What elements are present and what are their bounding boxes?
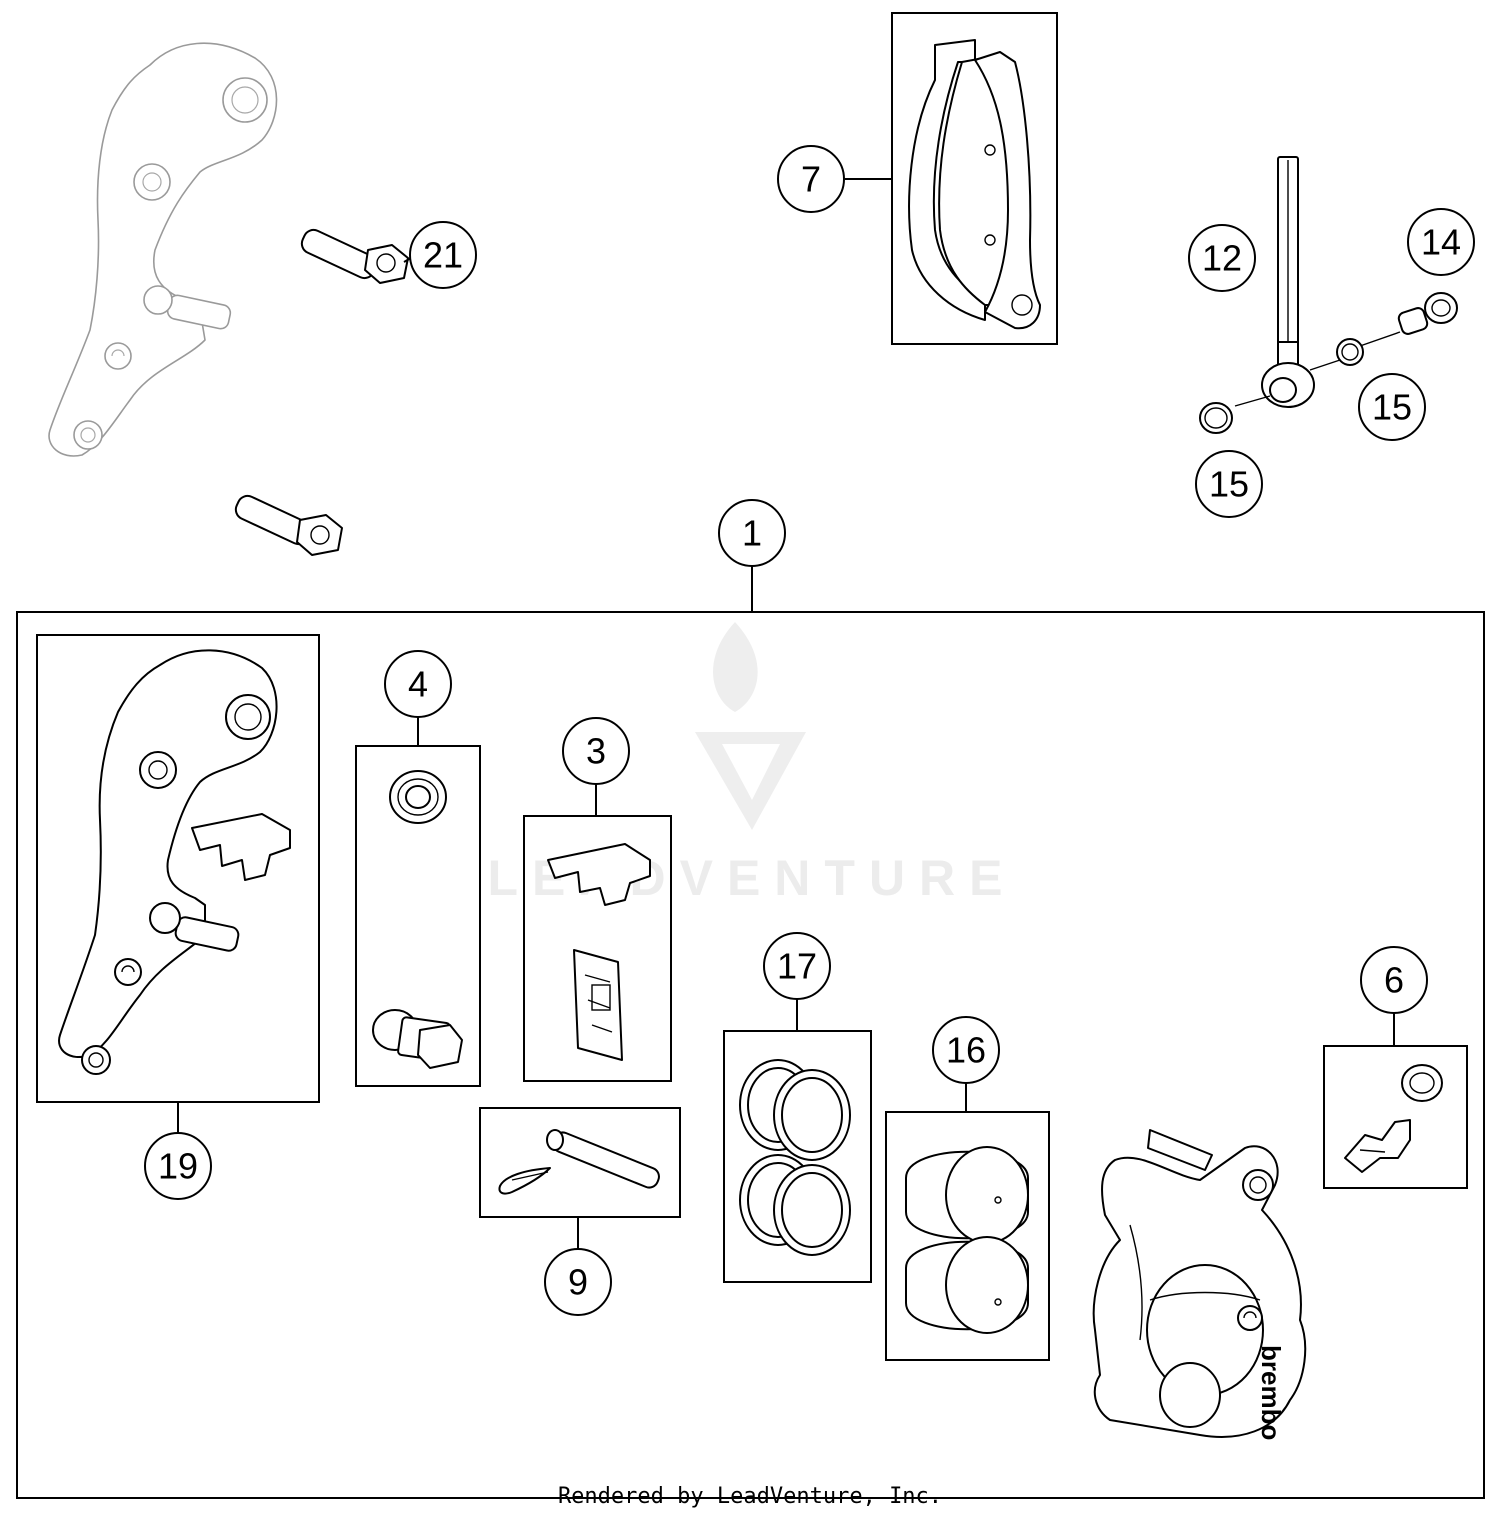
svg-text:14: 14 <box>1421 222 1461 263</box>
callout-15-right: 15 <box>1358 373 1426 441</box>
callout-12: 12 <box>1188 224 1256 292</box>
callout-1: 1 <box>718 499 786 567</box>
svg-text:16: 16 <box>946 1030 986 1071</box>
axis-line-left <box>1234 395 1271 407</box>
callout-19: 19 <box>144 1132 212 1200</box>
cotter-pin-9 <box>498 1167 551 1195</box>
brake-line-12 <box>1261 156 1315 408</box>
svg-text:3: 3 <box>586 731 606 772</box>
axis-line-mid <box>1309 359 1341 371</box>
bleeder-valve-6 <box>1344 1064 1443 1173</box>
svg-text:4: 4 <box>408 664 428 705</box>
guide-boot-4 <box>389 770 447 824</box>
kit-box-6 <box>1323 1045 1468 1189</box>
mounting-bolt-21 <box>300 228 409 284</box>
callout-4: 4 <box>384 650 452 718</box>
svg-text:6: 6 <box>1384 960 1404 1001</box>
brake-pads-7 <box>908 39 1041 330</box>
svg-text:1: 1 <box>742 513 762 554</box>
kit-frame <box>16 611 1485 1499</box>
svg-text:7: 7 <box>801 159 821 200</box>
banjo-bolt-14 <box>1397 292 1458 335</box>
ghost-caliper-bracket <box>48 42 278 457</box>
svg-text:15: 15 <box>1372 387 1412 428</box>
caliper-housing: brembo <box>1092 1129 1307 1440</box>
sealing-washer-15-left <box>1199 402 1233 434</box>
svg-text:9: 9 <box>568 1262 588 1303</box>
pistons-16 <box>905 1146 1029 1334</box>
kit-box-3 <box>523 815 672 1082</box>
pad-pin-9 <box>546 1129 660 1189</box>
callout-15-left: 15 <box>1195 450 1263 518</box>
callout-3: 3 <box>562 717 630 785</box>
callout-14: 14 <box>1407 208 1475 276</box>
footer-credit: Rendered by LeadVenture, Inc. <box>558 1484 942 1509</box>
callout-7: 7 <box>777 145 845 213</box>
callout-9: 9 <box>544 1248 612 1316</box>
svg-text:21: 21 <box>423 235 463 276</box>
kit-box-16 <box>885 1111 1050 1361</box>
kit-box-9 <box>479 1107 681 1218</box>
caliper-bracket-19 <box>58 649 291 1075</box>
callout-21: 21 <box>409 221 477 289</box>
flame-logo-icon <box>695 622 806 830</box>
caliper-brand-text: brembo <box>1256 1345 1286 1440</box>
callout-16: 16 <box>932 1016 1000 1084</box>
mounting-bolt-lower <box>234 494 343 556</box>
pad-spring-3 <box>573 949 623 1061</box>
sealing-washer-15-right <box>1336 338 1364 366</box>
svg-text:19: 19 <box>158 1146 198 1187</box>
spring-clip-3 <box>547 843 651 906</box>
callout-17: 17 <box>763 932 831 1000</box>
piston-seals-17 <box>739 1059 851 1256</box>
axis-line-right <box>1359 331 1401 347</box>
svg-text:17: 17 <box>777 946 817 987</box>
svg-text:12: 12 <box>1202 238 1242 279</box>
svg-text:15: 15 <box>1209 464 1249 505</box>
guide-pin-4 <box>372 1009 463 1069</box>
callout-6: 6 <box>1360 946 1428 1014</box>
